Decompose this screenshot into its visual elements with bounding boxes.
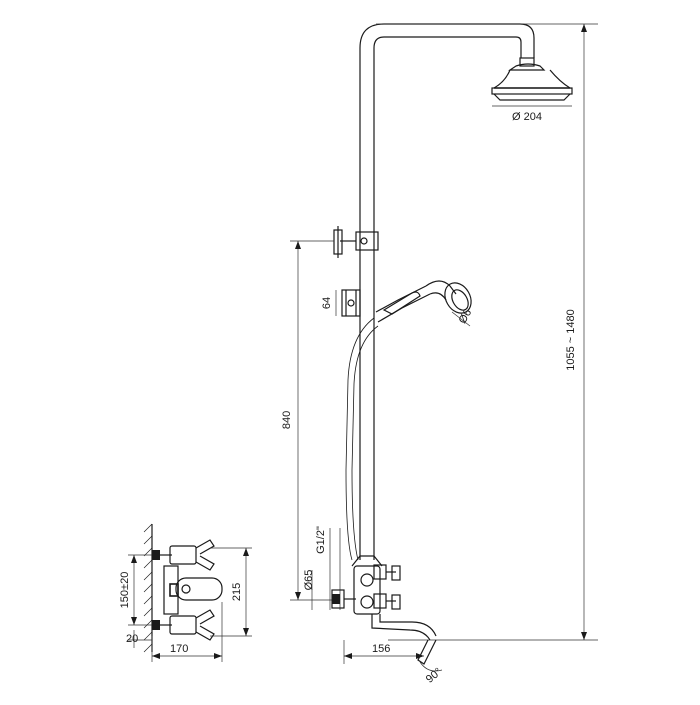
total-height-label: 1055 ~ 1480 [565,309,577,370]
spout-label: 156 [372,643,390,655]
centers-label: 150±20 [119,572,131,609]
hand-shower [375,280,472,327]
side-height-dimension [210,547,252,637]
wall-offset-label: 20 [126,633,138,645]
shower-head [491,57,573,101]
bath-spout [371,614,437,665]
side-height-label: 215 [231,583,243,601]
shower-hose [345,317,379,561]
slider-height-label: 840 [281,411,293,429]
total-height-dimension [376,23,598,641]
depth-label: 170 [170,643,188,655]
side-view-mixer [152,539,223,641]
flange-label: Ø65 [303,570,315,591]
hand-shower-label: Ø6 [457,307,475,326]
hand-shower-holder [341,289,361,317]
head-diameter-label: Ø 204 [512,111,542,123]
spout-dimension [343,640,424,664]
riser-pipe [359,48,375,560]
wall-offset-dimension [128,630,152,648]
depth-dimension [151,602,223,662]
riser-valve [333,226,379,258]
shower-arm [359,23,535,58]
mixer-body [331,555,401,615]
angle-arc [419,661,443,672]
holder-label: 64 [321,297,333,309]
centers-dimension [128,554,152,626]
wall-hatch [143,523,153,653]
thread-label: G1/2" [315,526,327,554]
